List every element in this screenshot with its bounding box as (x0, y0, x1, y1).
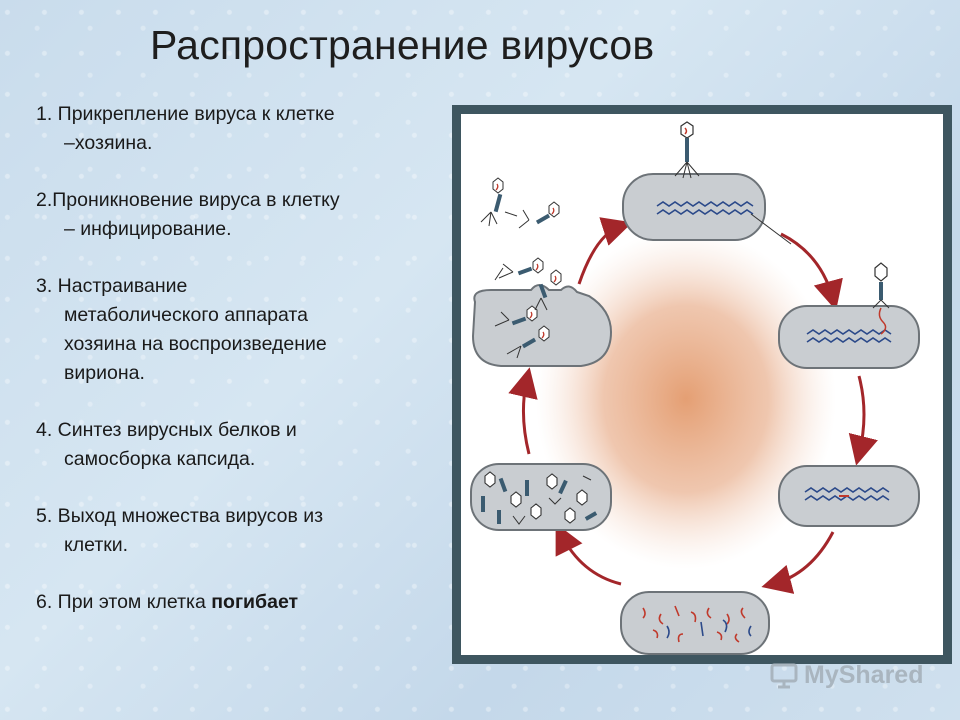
step-1: 1. Прикрепление вируса к клетке –хозяина… (36, 100, 426, 158)
step-number: 5. (36, 505, 53, 527)
step-6: 6. При этом клетка погибает (36, 588, 426, 617)
step-number: 2. (36, 189, 53, 211)
step-text-cont: – инфицирование. (64, 218, 232, 240)
cell-replication (778, 465, 920, 527)
step-number: 4. (36, 419, 53, 441)
step-number: 1. (36, 103, 53, 125)
step-text: Прикрепление вируса к клетке (52, 103, 335, 125)
center-blob (536, 229, 836, 569)
step-3: 3. Настраивание метаболического аппарата… (36, 272, 426, 388)
cell-attachment (622, 121, 792, 245)
projector-logo-icon (770, 663, 798, 689)
step-5: 5. Выход множества вирусов из клетки. (36, 502, 426, 560)
steps-list: 1. Прикрепление вируса к клетке –хозяина… (36, 100, 426, 645)
cell-penetration (778, 262, 920, 369)
diagram-canvas (461, 114, 943, 655)
step-text-cont: хозяина на воспроизведение (64, 333, 327, 355)
step-number: 3. (36, 275, 53, 297)
arrow-bottom-right (761, 531, 835, 594)
arrow-top-left (577, 217, 633, 285)
step-text-cont: вириона. (64, 362, 145, 384)
step-text: При этом клетка (52, 591, 212, 613)
page-title: Распространение вирусов (150, 22, 655, 68)
step-text-cont: самосборка капсида. (64, 448, 256, 470)
watermark: MyShared (770, 660, 923, 690)
step-2: 2.Проникновение вируса в клетку – инфици… (36, 186, 426, 244)
step-text: Выход множества вирусов из (52, 505, 324, 527)
step-text: Настраивание (52, 275, 188, 297)
step-text-bold: погибает (211, 591, 299, 613)
cell-synthesis (620, 591, 770, 655)
virus-cycle-diagram (470, 121, 920, 655)
step-text-cont: клетки. (64, 534, 129, 556)
step-text-cont: –хозяина. (64, 132, 153, 154)
cycle-arrows (508, 217, 878, 594)
step-text-cont: метаболического аппарата (64, 304, 308, 326)
step-4: 4. Синтез вирусных белков и самосборка к… (36, 416, 426, 474)
arrow-left (508, 367, 538, 455)
arrow-bottom-left (555, 523, 622, 586)
arrow-right (848, 375, 878, 466)
arrow-top-right (780, 232, 843, 311)
diagram-frame (452, 105, 952, 664)
step-text: Проникновение вируса в клетку (52, 189, 340, 211)
cell-release (471, 177, 613, 367)
step-number: 6. (36, 591, 53, 613)
step-text: Синтез вирусных белков и (52, 419, 297, 441)
watermark-text: MyShared (804, 660, 924, 689)
cell-assembly (470, 463, 612, 531)
